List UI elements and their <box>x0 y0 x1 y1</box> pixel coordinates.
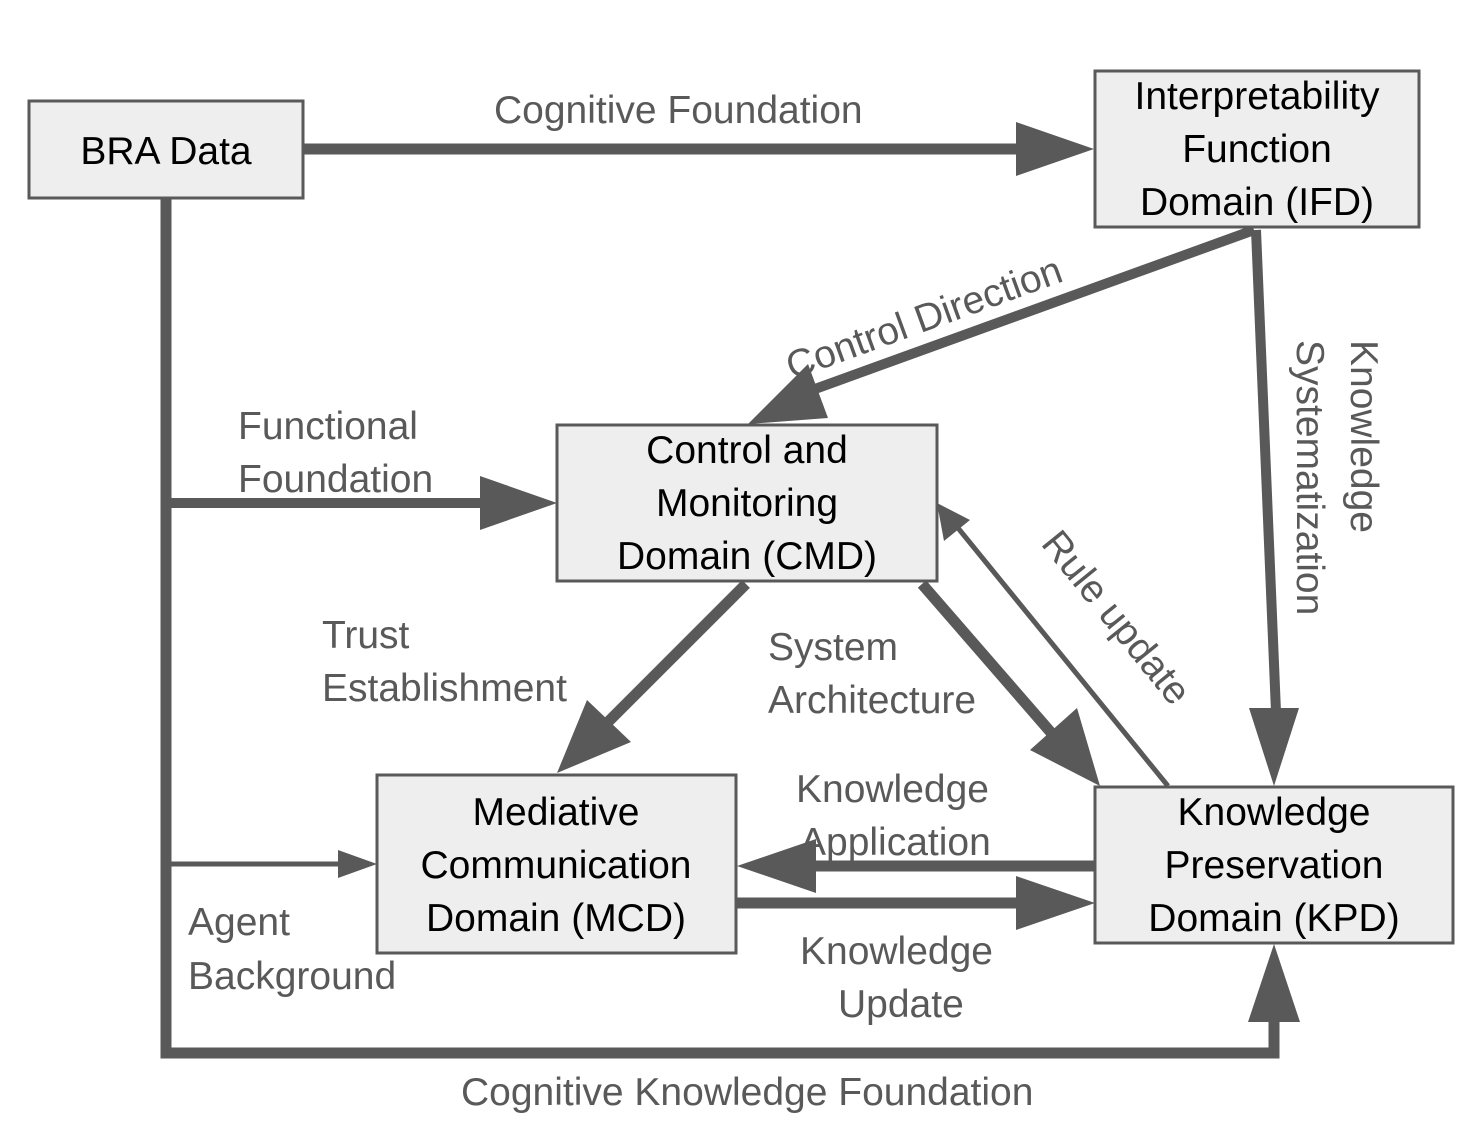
bra-trunk-line <box>160 198 1280 1059</box>
edge-system-architecture-line <box>917 580 1059 740</box>
edge-functional-foundation-label-line-1: Functional <box>238 405 418 448</box>
edge-knowledge-systematization-arrowhead <box>1249 708 1299 786</box>
edge-agent-background-arrowhead <box>338 850 377 878</box>
edge-rule-update-arrowhead <box>937 503 970 541</box>
edge-knowledge-update-arrowhead <box>1016 876 1095 930</box>
edge-functional-foundation-arrowhead <box>480 476 557 530</box>
node-cmd-label-line-2: Monitoring <box>656 482 838 525</box>
node-ifd: Interpretability Function Domain (IFD) <box>1093 69 1421 229</box>
node-kpd-label-line-2: Preservation <box>1165 844 1384 887</box>
edge-knowledge-application-label-line-2: Application <box>800 821 991 864</box>
node-bra-data: BRA Data <box>27 99 305 200</box>
node-cmd: Control and Monitoring Domain (CMD) <box>555 423 939 583</box>
edge-system-architecture-label-line-2: Architecture <box>768 679 976 722</box>
edge-cognitive-foundation-arrowhead <box>1016 122 1094 176</box>
edge-knowledge-update-label-line-2: Update <box>838 983 964 1026</box>
edge-knowledge-systematization-label-line-1: Knowledge <box>1342 340 1385 533</box>
edge-trust-establishment-arrowhead <box>557 700 631 773</box>
node-mcd-label-line-1: Mediative <box>473 791 640 834</box>
edge-rule-update-label: Rule update <box>1033 523 1199 714</box>
edge-cognitive-knowledge-foundation-arrowhead <box>1248 944 1300 1022</box>
edge-trust-establishment-line <box>604 580 750 726</box>
node-mcd-label-line-3: Domain (MCD) <box>426 897 686 940</box>
node-kpd: Knowledge Preservation Domain (KPD) <box>1093 785 1455 945</box>
node-ifd-label-line-2: Function <box>1182 128 1332 171</box>
edge-trust-establishment-label-line-2: Establishment <box>322 667 567 710</box>
edge-control-direction-label: Control Direction <box>780 249 1068 389</box>
edge-functional-foundation-label-line-2: Foundation <box>238 458 433 501</box>
edge-system-architecture-label-line-1: System <box>768 626 898 669</box>
edge-trust-establishment-label-line-1: Trust <box>322 614 410 657</box>
edge-cognitive-foundation-label: Cognitive Foundation <box>494 89 863 132</box>
edge-control-direction-line <box>813 225 1256 394</box>
node-kpd-label-line-1: Knowledge <box>1178 791 1371 834</box>
node-mcd-label-line-2: Communication <box>421 844 692 887</box>
node-bra-data-label: BRA Data <box>80 130 252 173</box>
edge-system-architecture-arrowhead <box>1030 708 1100 786</box>
edge-agent-background-label-line-2: Background <box>188 955 396 998</box>
edge-knowledge-systematization-line <box>1251 229 1281 713</box>
node-ifd-label-line-3: Domain (IFD) <box>1140 181 1374 224</box>
node-cmd-label-line-1: Control and <box>646 429 848 472</box>
edge-knowledge-application-label-line-1: Knowledge <box>796 768 989 811</box>
edge-knowledge-application-arrowhead <box>737 839 816 893</box>
edge-agent-background-label-line-1: Agent <box>188 901 290 944</box>
edge-cognitive-knowledge-foundation-label: Cognitive Knowledge Foundation <box>461 1071 1033 1114</box>
edge-knowledge-update-label-line-1: Knowledge <box>800 930 993 973</box>
node-cmd-label-line-3: Domain (CMD) <box>617 535 877 578</box>
edge-knowledge-systematization-label-line-2: Systematization <box>1288 340 1331 615</box>
edge-control-direction-arrowhead <box>748 364 828 424</box>
edge-rule-update-line <box>956 526 1170 788</box>
node-mcd: Mediative Communication Domain (MCD) <box>375 773 738 955</box>
node-kpd-label-line-3: Domain (KPD) <box>1148 897 1399 940</box>
node-ifd-label-line-1: Interpretability <box>1135 75 1380 118</box>
